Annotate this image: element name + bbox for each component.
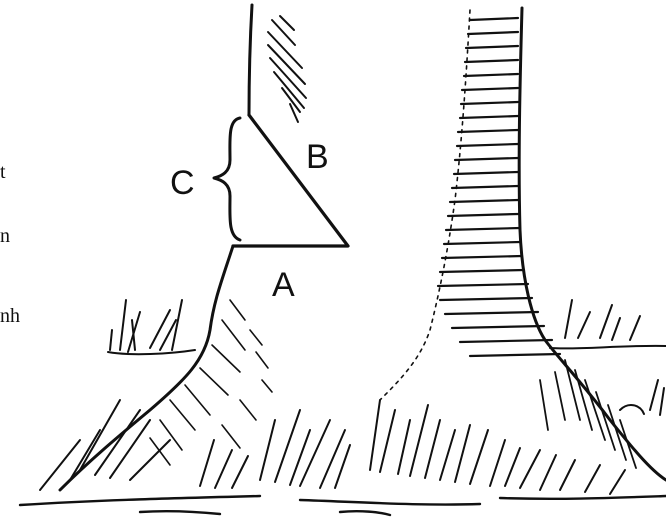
label-c: C xyxy=(170,164,195,202)
label-a: A xyxy=(272,266,295,304)
left-tree xyxy=(58,3,350,492)
grass xyxy=(39,299,665,495)
felling-notch xyxy=(231,113,350,248)
ground xyxy=(18,494,666,517)
label-b: B xyxy=(306,138,329,176)
edge-text-fragment-bottom: nh xyxy=(0,305,20,327)
right-tree xyxy=(379,6,666,482)
edge-text-fragment-middle: n xyxy=(0,225,10,247)
edge-text-fragment-top: t xyxy=(0,161,6,183)
c-brace xyxy=(212,116,242,242)
